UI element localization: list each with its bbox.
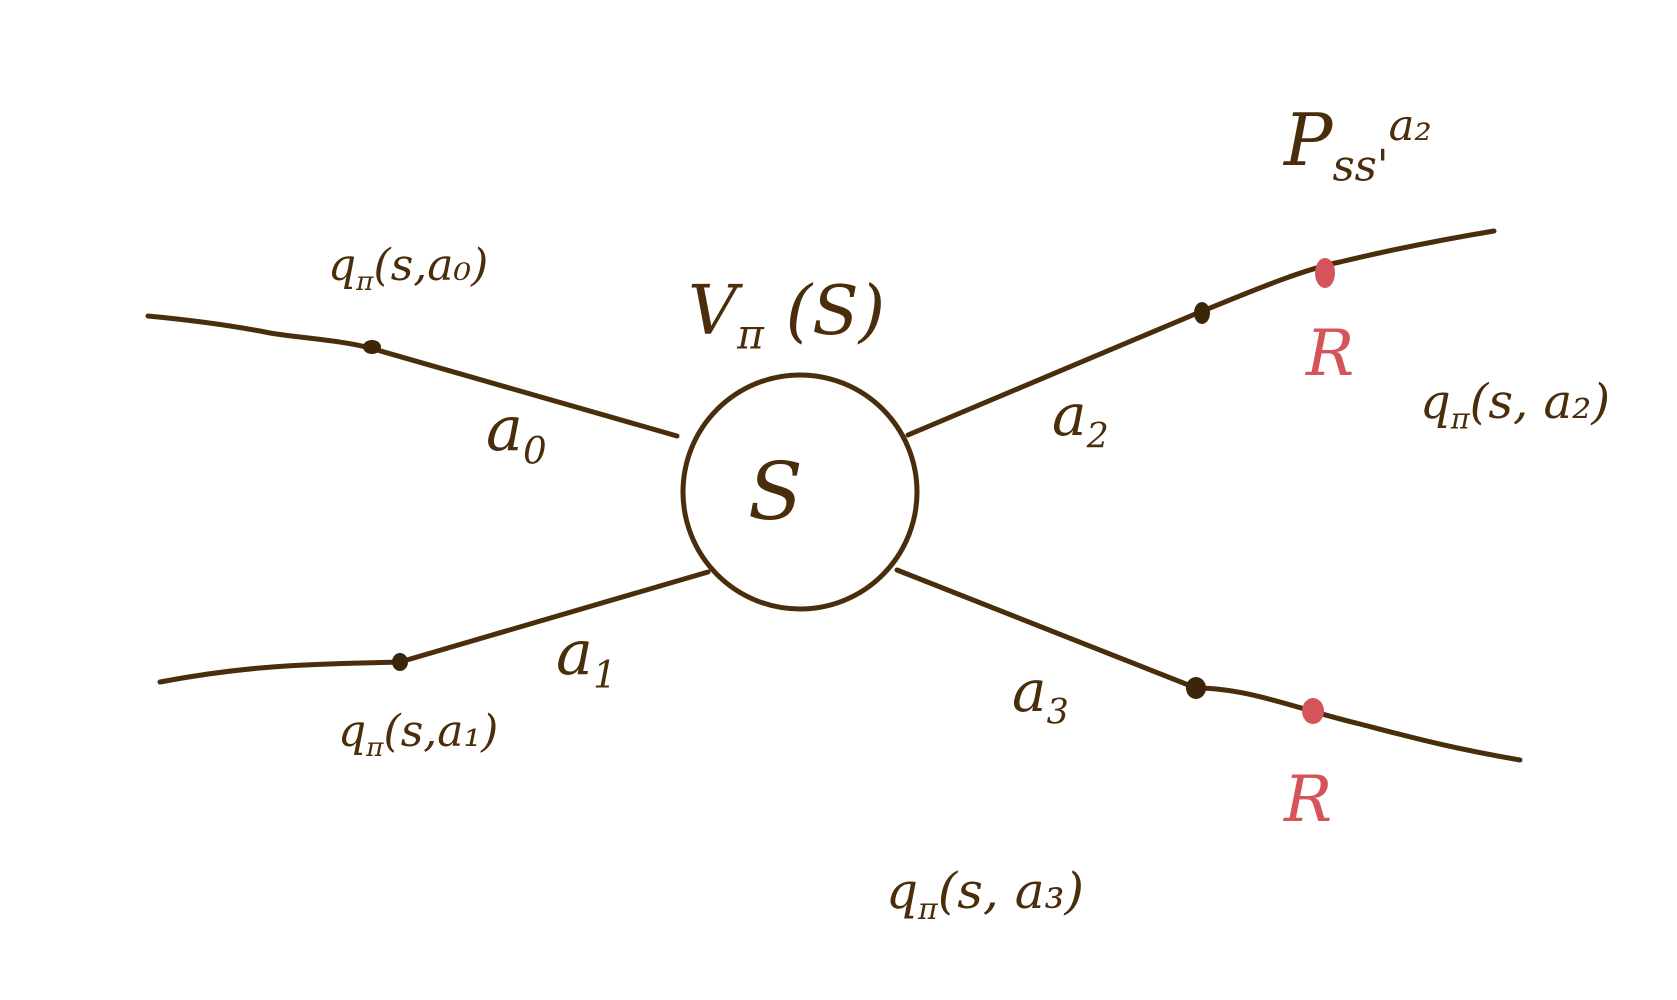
reward-label-a2: R (1306, 317, 1355, 391)
action-node-a0-dot (363, 340, 381, 354)
transition-probability-label: Pss'a₂ (1284, 104, 1432, 189)
q-a1-symbol: q (338, 706, 367, 757)
reward-dot-a2 (1315, 258, 1335, 288)
edge-a1 (157, 569, 711, 685)
state-node-circle (680, 372, 920, 612)
state-value-symbol: V (688, 272, 738, 351)
action-a1-index: 1 (592, 652, 617, 697)
q-a1-arg: (s,a₁) (383, 706, 499, 757)
q-value-a3-label: qπ(s, a₃) (886, 866, 1084, 925)
state-value-label: Vπ (S) (688, 278, 885, 355)
action-a0-label: a0 (486, 398, 547, 470)
edge-a3 (894, 567, 1523, 763)
q-a2-symbol: q (1420, 374, 1451, 430)
q-a2-arg: (s, a₂) (1469, 374, 1611, 430)
q-a2-policy: π (1450, 401, 1470, 436)
q-a0-arg: (s,a₀) (373, 240, 489, 291)
reward-dot-a3 (1302, 698, 1324, 724)
transition-action: a₂ (1388, 101, 1432, 151)
q-a0-symbol: q (328, 240, 357, 291)
action-a2-name: a (1052, 381, 1087, 449)
q-a1-policy: π (366, 731, 384, 763)
q-a3-symbol: q (886, 862, 919, 920)
q-a3-arg: (s, a₃) (937, 862, 1085, 920)
action-a1-label: a1 (556, 622, 617, 694)
action-node-a1-dot (392, 653, 408, 671)
state-value-policy: π (737, 310, 764, 359)
q-value-a1-label: qπ(s,a₁) (338, 710, 498, 761)
action-a1-name: a (556, 616, 593, 689)
reward-label-a3: R (1284, 763, 1333, 837)
action-node-a2-dot (1194, 302, 1210, 324)
action-node-a3-dot (1186, 677, 1206, 699)
state-node-label: S (748, 445, 803, 538)
action-a3-label: a3 (1012, 662, 1069, 730)
action-a0-name: a (486, 392, 523, 465)
action-a3-name: a (1012, 657, 1047, 725)
action-a2-index: 2 (1086, 416, 1109, 457)
q-value-a2-label: qπ(s, a₂) (1420, 378, 1610, 433)
transition-states: ss' (1332, 141, 1389, 192)
action-a3-index: 3 (1046, 692, 1069, 733)
q-a3-policy: π (918, 892, 938, 927)
q-value-a0-label: qπ(s,a₀) (328, 244, 488, 295)
action-a0-index: 0 (522, 428, 547, 473)
edge-a0 (145, 313, 680, 439)
action-a2-label: a2 (1052, 386, 1109, 454)
state-value-arg: (S) (785, 272, 886, 351)
transition-symbol: P (1284, 98, 1333, 182)
q-a0-policy: π (356, 265, 374, 297)
edge-a2 (905, 228, 1497, 438)
